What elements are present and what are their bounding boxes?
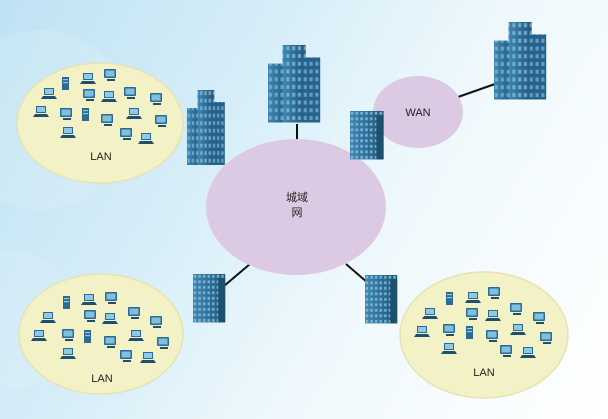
office-building-icon [268,45,321,123]
lan-label: LAN [473,367,494,379]
lan-ellipse [399,271,569,399]
office-building-icon [494,22,547,100]
link-wan-building [457,83,496,98]
man-label-line2: 网 [292,207,303,219]
wan-node: WAN [373,76,463,148]
link-man-building-bottom-right [345,263,369,284]
lan-label: LAN [90,151,111,163]
office-building-icon [365,275,398,324]
man-node: 城域 网 [206,139,386,275]
lan-ellipse [18,273,184,395]
office-building-icon [187,90,225,165]
lan-label: LAN [91,373,112,385]
man-ellipse [206,139,386,275]
lan-bottom-right: LAN [399,271,569,399]
lan-top-left: LAN [16,62,184,184]
link-man-building-bottom-left [223,263,251,287]
lan-bottom-left: LAN [18,273,184,395]
wan-ellipse [373,76,463,148]
office-building-icon [350,111,384,160]
wan-label: WAN [405,107,430,119]
lan-ellipse [16,62,184,184]
office-building-icon [193,274,226,323]
man-label-line1: 城域 [286,191,308,204]
